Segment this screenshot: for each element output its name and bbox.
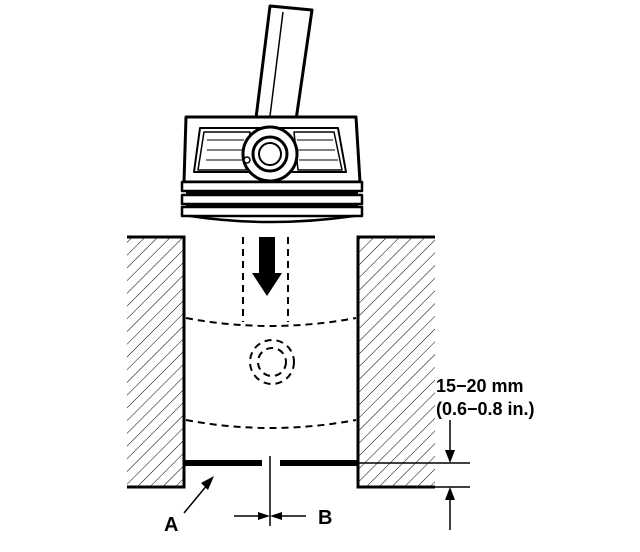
label-b: B bbox=[318, 507, 332, 529]
piston-position-dashed bbox=[185, 237, 357, 429]
gap-dimension-arrows bbox=[234, 512, 306, 520]
connecting-rod bbox=[254, 4, 314, 122]
piston-ring bbox=[184, 460, 358, 466]
dimension-mm-label: 15−20 mm bbox=[436, 376, 524, 396]
label-a: A bbox=[164, 514, 178, 536]
cylinder-wall-left bbox=[127, 235, 186, 489]
push-down-arrow bbox=[252, 237, 282, 296]
label-a-leader bbox=[183, 476, 214, 514]
cylinder-wall-right bbox=[356, 235, 435, 489]
depth-dimension bbox=[358, 420, 470, 530]
dimension-in-label: (0.6−0.8 in.) bbox=[436, 399, 535, 419]
piston bbox=[180, 115, 364, 224]
